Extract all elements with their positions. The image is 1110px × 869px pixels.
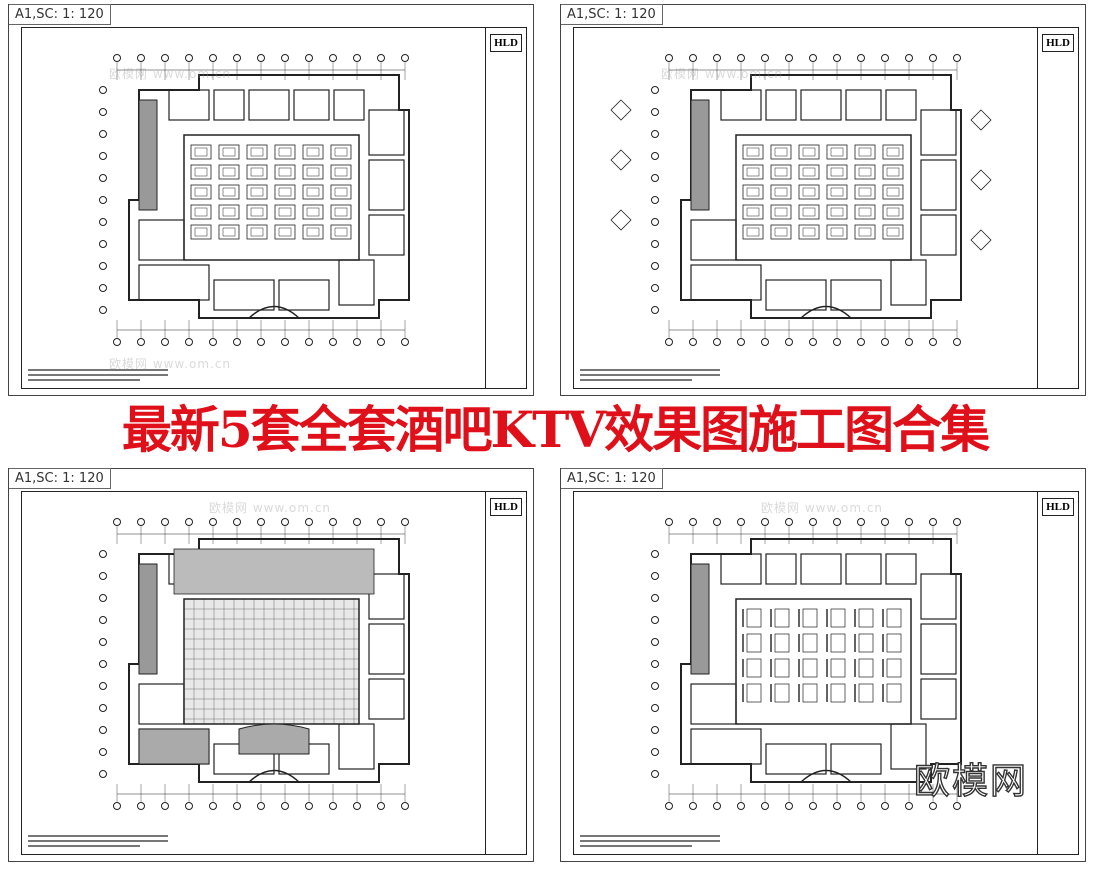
drawing-sheet-2: A1,SC: 1: 120 HLD 欧模网 www.om.cn <box>560 4 1086 396</box>
title-block: HLD <box>485 28 526 388</box>
brand-watermark: 欧模网 <box>913 760 1029 802</box>
title-block: HLD <box>1037 28 1078 388</box>
sheet-frame: HLD <box>21 491 527 855</box>
floor-plan-drawing <box>99 54 410 346</box>
faint-watermark: 欧模网 www.om.cn <box>661 67 784 81</box>
drawing-notes <box>28 366 168 384</box>
drawing-notes <box>580 832 720 850</box>
drawing-sheet-4: A1,SC: 1: 120 HLD 欧模网 www.om.cn <box>560 468 1086 862</box>
headline-title: 最新5套全套酒吧KTV效果图施工图合集 <box>121 400 990 459</box>
ceiling-plan-drawing <box>99 518 410 810</box>
firm-logo: HLD <box>490 34 522 52</box>
sheet-scale-label: A1,SC: 1: 120 <box>9 4 111 25</box>
title-block: HLD <box>1037 492 1078 854</box>
title-block: HLD <box>485 492 526 854</box>
firm-logo: HLD <box>490 498 522 516</box>
sheet-frame: HLD <box>573 491 1079 855</box>
drawing-notes <box>580 366 720 384</box>
drawing-notes <box>28 832 168 850</box>
faint-watermark: 欧模网 www.om.cn <box>109 67 232 81</box>
drawing-sheet-3: A1,SC: 1: 120 HLD 欧模网 www.om.cn <box>8 468 534 862</box>
sheet-frame: HLD <box>21 27 527 389</box>
floor-plan-drawing <box>610 54 992 346</box>
sheet-scale-label: A1,SC: 1: 120 <box>561 468 663 489</box>
faint-watermark: 欧模网 www.om.cn <box>109 357 232 371</box>
faint-watermark: 欧模网 www.om.cn <box>761 501 884 515</box>
sheet-scale-label: A1,SC: 1: 120 <box>561 4 663 25</box>
sheet-frame: HLD <box>573 27 1079 389</box>
drawing-sheet-1: A1,SC: 1: 120 HLD 欧模网 www.om.cn 欧模网 www.… <box>8 4 534 396</box>
lighting-plan-drawing <box>651 518 962 810</box>
faint-watermark: 欧模网 www.om.cn <box>209 501 332 515</box>
firm-logo: HLD <box>1042 498 1074 516</box>
firm-logo: HLD <box>1042 34 1074 52</box>
sheet-scale-label: A1,SC: 1: 120 <box>9 468 111 489</box>
